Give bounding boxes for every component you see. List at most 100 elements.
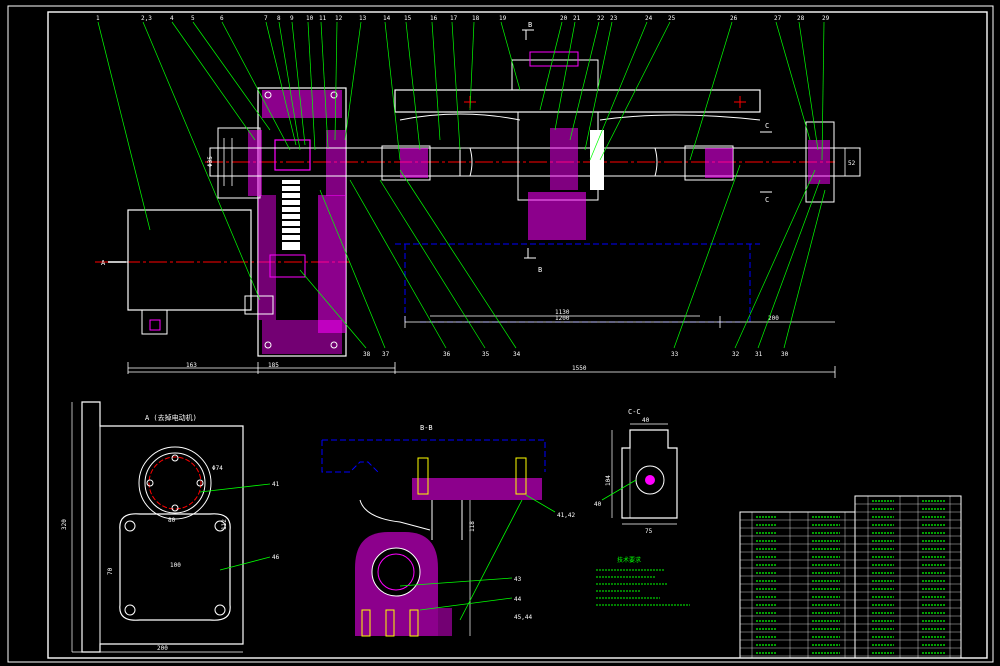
view-b-bolt-lower-3 [409, 609, 419, 637]
view-b-bolt-lower-1 [361, 609, 371, 637]
view-b-hidden-rail [321, 439, 546, 473]
view-c-title: C-C [628, 408, 641, 416]
balloon-number: 20 [560, 15, 568, 22]
leader-line [319, 189, 386, 349]
view-b-leader-4142 [525, 494, 556, 513]
balloon-number: 1 [96, 15, 100, 22]
shaft-coupling-1 [381, 145, 431, 181]
housing-side-hatch [318, 195, 346, 333]
balloon-number: 38 [363, 351, 371, 358]
view-a: A (去掉电动机) Φ74 80 112 100 70 320 200 41 4… [61, 401, 280, 653]
view-a-hole-4 [196, 479, 204, 487]
balloon-number: 34 [513, 351, 521, 358]
dim-52-line [840, 147, 850, 177]
housing-base-hatch [262, 320, 342, 354]
view-a-dims [71, 402, 243, 653]
balloon-number: 19 [499, 15, 507, 22]
view-b-bolt-right [515, 457, 527, 495]
bearing-right-hatch [326, 130, 346, 196]
center-marks [464, 96, 746, 108]
view-b-balloon-4142: 41,42 [557, 512, 575, 519]
balloon-number: 11 [319, 15, 327, 22]
view-a-bolt-circle [148, 456, 202, 510]
carriage-bolts [529, 51, 579, 67]
dim-1550: 1550 [572, 365, 587, 372]
notes-lines [596, 569, 690, 606]
dim-52: 52 [848, 160, 856, 167]
dim-200: 200 [768, 315, 779, 322]
dim-1200: 1200 [555, 315, 570, 322]
coupling-1-hatch [400, 148, 428, 178]
section-c-bottom: C [765, 196, 769, 204]
balloon-number: 18 [472, 15, 480, 22]
leader-line [192, 21, 271, 131]
view-a-leader-41 [199, 483, 271, 493]
view-a-d80: 80 [168, 517, 176, 524]
leader-line [734, 169, 816, 349]
view-a-balloon-41: 41 [272, 481, 280, 488]
leader-line [539, 21, 563, 111]
leader-line [584, 21, 613, 151]
lower-gear [269, 254, 306, 278]
view-a-title: A (去掉电动机) [145, 413, 197, 422]
nut-base-hatch [528, 192, 586, 240]
view-c-balloon-40: 40 [594, 501, 602, 508]
parts-list-right [854, 495, 962, 659]
leader-line [589, 21, 648, 161]
leader-line [775, 21, 811, 141]
bearing-left-hatch [248, 130, 262, 196]
leader-line [469, 21, 475, 111]
view-c-edges [629, 430, 669, 518]
view-a-d100: 100 [170, 562, 181, 569]
balloon-number: 24 [645, 15, 653, 22]
view-a-corner-hole-4 [214, 604, 226, 616]
bolt-hole-1 [264, 91, 272, 99]
view-a-flange-inner [144, 452, 206, 514]
leader-line [344, 21, 362, 141]
housing-left-hatch [258, 195, 276, 320]
rack-gear [282, 180, 300, 250]
dim-phi: Φ35 [207, 156, 214, 167]
view-b-balloon-4544: 45,44 [514, 614, 532, 621]
leader-line [142, 21, 261, 301]
balloon-number: 36 [443, 351, 451, 358]
view-a-hole-1 [171, 454, 179, 462]
leader-line [599, 21, 671, 161]
inner-frame [47, 11, 988, 659]
outer-frame [7, 5, 994, 663]
balloon-number: 21 [573, 15, 581, 22]
balloon-number: 13 [359, 15, 367, 22]
view-b-title: B-B [420, 424, 433, 432]
balloon-number: 5 [191, 15, 195, 22]
leader-line [399, 169, 517, 349]
leader-line [291, 21, 306, 146]
hidden-lines [395, 243, 760, 323]
balloon-number: 29 [822, 15, 830, 22]
dim-phi-lines [223, 138, 233, 186]
notes-title: 技术要求 [617, 556, 641, 564]
view-a-hole-3 [146, 479, 154, 487]
view-a-d200: 200 [157, 645, 168, 652]
view-c: C-C 40 104 75 40 [594, 408, 678, 535]
dim-bottom-1 [127, 362, 396, 374]
view-b-balloon-43: 43 [514, 576, 522, 583]
balloon-number: 14 [383, 15, 391, 22]
balloon-number: 31 [755, 351, 763, 358]
view-a-d320: 320 [61, 519, 68, 530]
break-lines-shaft [469, 147, 658, 177]
view-b-leader-4544 [459, 499, 523, 621]
bearing-plate [590, 130, 604, 190]
view-a-phi74: Φ74 [212, 465, 223, 472]
leader-line [379, 179, 486, 349]
view-a-corner-hole-2 [214, 520, 226, 532]
view-b-leader-44 [419, 597, 513, 611]
section-c-top: C [765, 122, 769, 130]
rack-teeth [282, 184, 300, 242]
balloon-number: 28 [797, 15, 805, 22]
leader-line [221, 21, 291, 151]
section-a-left: A [101, 259, 106, 267]
leader-line [554, 21, 576, 131]
motor-body [127, 209, 252, 311]
view-b-curve [359, 499, 431, 531]
